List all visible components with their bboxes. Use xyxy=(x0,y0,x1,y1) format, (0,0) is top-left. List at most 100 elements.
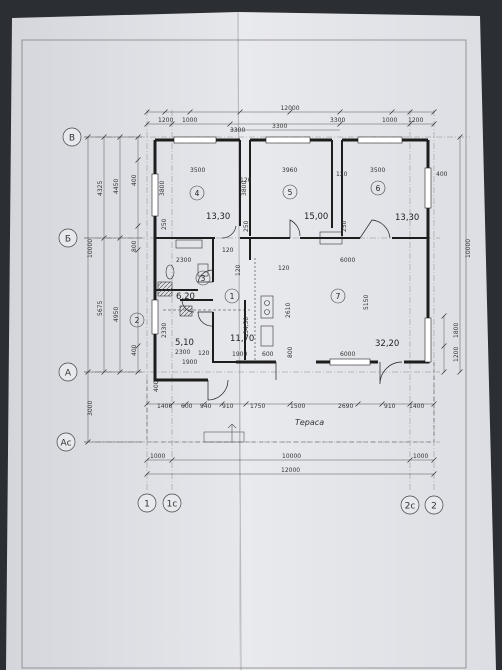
room-number-circles xyxy=(129,180,386,328)
svg-text:120: 120 xyxy=(198,350,210,357)
svg-text:3300: 3300 xyxy=(230,127,245,134)
dim-tick xyxy=(441,343,447,349)
svg-text:4450: 4450 xyxy=(113,179,120,194)
dim-tick xyxy=(101,134,107,140)
left-dims: 10000 3000 4325 5675 4450 4950 400 800 4… xyxy=(87,174,160,416)
dim-tick xyxy=(407,121,413,127)
room-number-1: 1 xyxy=(230,292,235,301)
dim-tick xyxy=(389,109,395,115)
axis-label-col-2: 2 xyxy=(431,502,437,512)
dim-tick xyxy=(135,223,141,229)
svg-text:2330: 2330 xyxy=(161,323,168,338)
dim-tick xyxy=(183,401,189,407)
dim-tick xyxy=(85,369,91,375)
svg-text:400: 400 xyxy=(131,174,138,186)
dim-tick xyxy=(407,457,413,463)
axis-bubble-b xyxy=(58,228,78,248)
svg-text:120: 120 xyxy=(240,177,252,184)
room-dimensions: 3500 3960 3500 3800 3800 2300 6000 6000 … xyxy=(159,167,385,366)
svg-text:1000: 1000 xyxy=(182,117,197,124)
dimension-lines xyxy=(84,111,461,475)
svg-text:3960: 3960 xyxy=(282,167,297,174)
svg-text:1000: 1000 xyxy=(150,453,165,460)
fixtures xyxy=(157,231,343,362)
svg-text:120: 120 xyxy=(336,171,348,178)
dim-tick xyxy=(169,401,175,407)
axis-bubble-v xyxy=(62,127,82,147)
svg-text:250: 250 xyxy=(243,220,250,232)
dim-tick xyxy=(85,134,91,140)
svg-text:120: 120 xyxy=(222,247,234,254)
dim-tick xyxy=(135,369,141,375)
svg-text:940: 940 xyxy=(200,403,212,410)
dim-tick xyxy=(237,109,243,115)
svg-text:6000: 6000 xyxy=(340,257,355,264)
bottom-axis-chain: 1000 10000 1000 xyxy=(150,453,428,460)
svg-text:1800: 1800 xyxy=(453,323,460,338)
dim-tick xyxy=(431,401,437,407)
svg-text:12000: 12000 xyxy=(281,467,300,474)
svg-text:400: 400 xyxy=(436,171,448,178)
svg-text:3800: 3800 xyxy=(241,181,248,196)
dim-tick xyxy=(337,109,343,115)
svg-text:1000: 1000 xyxy=(413,453,428,460)
svg-text:1200: 1200 xyxy=(158,117,173,124)
axis-label-row-v: В xyxy=(69,134,75,144)
axis-label-col-1: 1 xyxy=(144,500,150,510)
dim-tick xyxy=(135,343,141,349)
bottom-overall-dim: 12000 xyxy=(281,467,300,474)
paper-left-half xyxy=(6,12,240,670)
svg-text:800: 800 xyxy=(131,240,138,252)
dimension-ticks xyxy=(85,109,463,477)
svg-text:5150: 5150 xyxy=(363,295,370,310)
dim-tick xyxy=(117,235,123,241)
dim-tick xyxy=(431,109,437,115)
dim-tick xyxy=(379,401,385,407)
dim-tick xyxy=(355,401,361,407)
svg-text:1200: 1200 xyxy=(453,347,460,362)
room-area-6: 13,30 xyxy=(395,213,419,223)
dim-tick xyxy=(227,121,233,127)
axis-label-col-2c: 2с xyxy=(405,502,416,512)
dim-tick xyxy=(441,369,447,375)
room-number-2: 2 xyxy=(135,316,140,325)
dim-tick xyxy=(135,134,141,140)
dim-tick xyxy=(169,121,175,127)
dim-tick xyxy=(407,401,413,407)
svg-text:3800: 3800 xyxy=(159,181,166,196)
dim-tick xyxy=(117,134,123,140)
svg-text:34,50: 34,50 xyxy=(243,317,250,334)
room-number-3: 3 xyxy=(201,274,206,283)
text-layer: В Б А Ас 1 1с 2с 2 1 2 3 4 5 6 7 11,70 5… xyxy=(60,105,472,512)
svg-text:910: 910 xyxy=(384,403,396,410)
svg-text:6000: 6000 xyxy=(340,351,355,358)
right-dims: 10000 400 1800 1200 xyxy=(436,171,472,362)
svg-text:1500: 1500 xyxy=(290,403,305,410)
dim-tick xyxy=(162,109,168,115)
dim-tick xyxy=(101,235,107,241)
dim-tick xyxy=(457,134,463,140)
top-chain-upper: 1200 1000 3300 3300 1000 1200 xyxy=(158,117,423,134)
dim-tick xyxy=(243,401,249,407)
axis-bubble-1 xyxy=(137,493,157,513)
dim-tick xyxy=(337,121,343,127)
dim-tick xyxy=(457,369,463,375)
svg-text:400: 400 xyxy=(131,344,138,356)
svg-text:120: 120 xyxy=(278,265,290,272)
axis-bubbles xyxy=(56,127,444,515)
svg-text:2300: 2300 xyxy=(175,349,190,356)
svg-text:3300: 3300 xyxy=(330,117,345,124)
room-number-7: 7 xyxy=(336,292,341,301)
svg-text:1200: 1200 xyxy=(408,117,423,124)
paper-right-half xyxy=(238,12,496,670)
dim-tick xyxy=(407,109,413,115)
svg-text:4325: 4325 xyxy=(97,181,104,196)
axis-label-col-1c: 1с xyxy=(167,500,178,510)
svg-text:1900: 1900 xyxy=(232,351,247,358)
dim-tick xyxy=(187,109,193,115)
svg-text:600: 600 xyxy=(262,351,274,358)
svg-text:4950: 4950 xyxy=(113,307,120,322)
svg-text:12000: 12000 xyxy=(280,105,299,112)
svg-text:10000: 10000 xyxy=(465,239,472,258)
